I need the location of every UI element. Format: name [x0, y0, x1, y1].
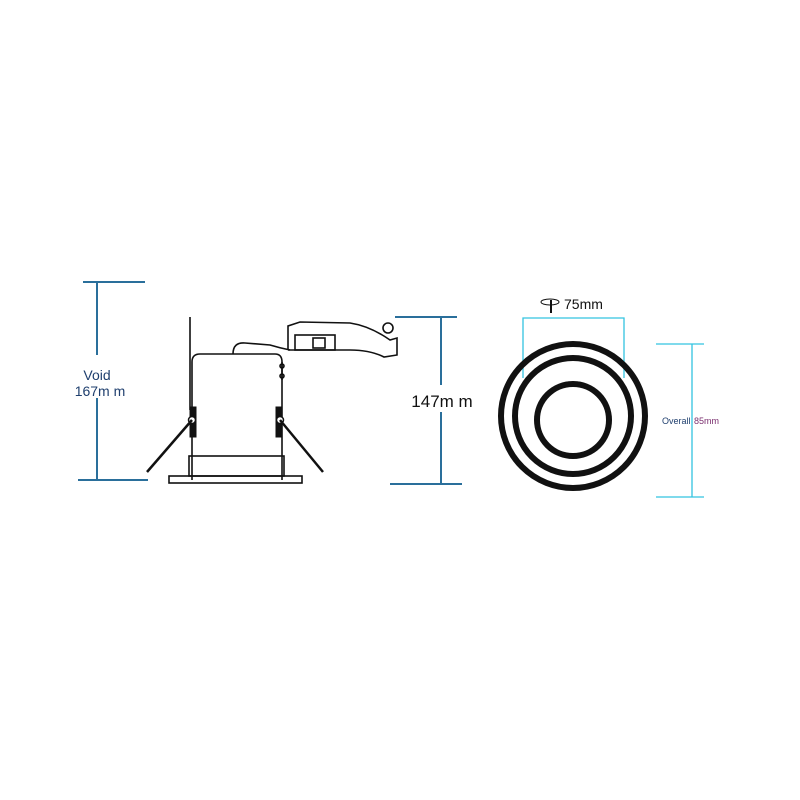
height-dimension: [390, 316, 462, 485]
void-dimension: [78, 281, 148, 481]
cutout-value: 75mm: [564, 296, 603, 312]
downlight-front-view: [498, 341, 648, 491]
cutout-dimension: [522, 317, 625, 378]
drill-bit-icon: [540, 298, 560, 313]
spring-clip-left: [146, 406, 197, 473]
downlight-side-view: [168, 317, 398, 484]
height-value: 147m m: [411, 392, 472, 411]
void-label: Void: [83, 367, 110, 383]
overall-label: Overall: [662, 416, 691, 426]
overall-value: 85mm: [694, 416, 719, 426]
spring-clip-right: [275, 406, 324, 473]
void-value: 167m m: [75, 383, 126, 399]
overall-dimension: [656, 343, 704, 498]
